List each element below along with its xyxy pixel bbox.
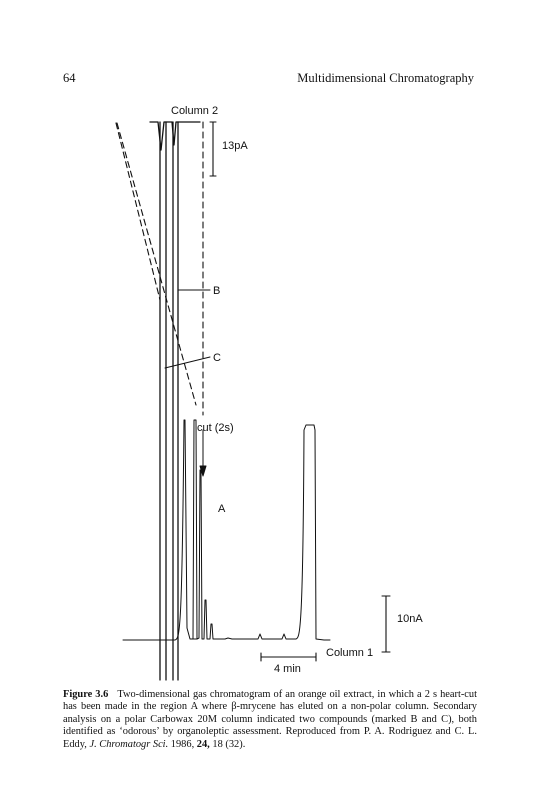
label-peak-b: B <box>213 285 220 297</box>
column1-trace <box>122 419 331 641</box>
caption-text: Two-dimensional gas chromatogram of an o… <box>63 689 478 750</box>
dashed-slope-lower <box>116 122 197 406</box>
solvent-peak-right <box>172 121 179 681</box>
cut-arrow-head <box>199 465 207 477</box>
label-4min: 4 min <box>274 663 301 675</box>
label-10na: 10nA <box>397 613 423 625</box>
scale-bar-10na <box>381 595 391 653</box>
label-column1: Column 1 <box>326 647 373 659</box>
label-region-a: A <box>218 503 226 515</box>
running-head: Multidimensional Chromatography <box>297 71 474 85</box>
caption-volume: 24, <box>196 738 210 750</box>
label-13pa: 13pA <box>222 140 248 152</box>
figure-caption: Figure 3.6 Two-dimensional gas chromatog… <box>63 689 477 751</box>
pointer-c <box>164 356 211 369</box>
caption-year: 1986, <box>170 738 195 750</box>
label-peak-c: C <box>213 352 221 364</box>
scale-bar-13pa <box>209 121 217 177</box>
label-cut: cut (2s) <box>197 422 234 434</box>
chromatogram-figure: Column 2 13pA B C cut (2s) A 10nA 4 min … <box>115 105 423 681</box>
column2-top-trace <box>149 121 201 151</box>
time-scale-bar <box>260 652 317 662</box>
caption-label: Figure 3.6 <box>63 689 109 700</box>
column1-trace-peak2 <box>192 419 198 640</box>
page-number: 64 <box>63 71 76 85</box>
caption-journal: J. Chromatogr Sci. <box>89 738 169 750</box>
solvent-peak-left <box>159 121 167 681</box>
caption-pages: 18 (32). <box>212 738 246 750</box>
dashed-diagonal <box>115 122 161 301</box>
label-column2: Column 2 <box>171 105 218 117</box>
